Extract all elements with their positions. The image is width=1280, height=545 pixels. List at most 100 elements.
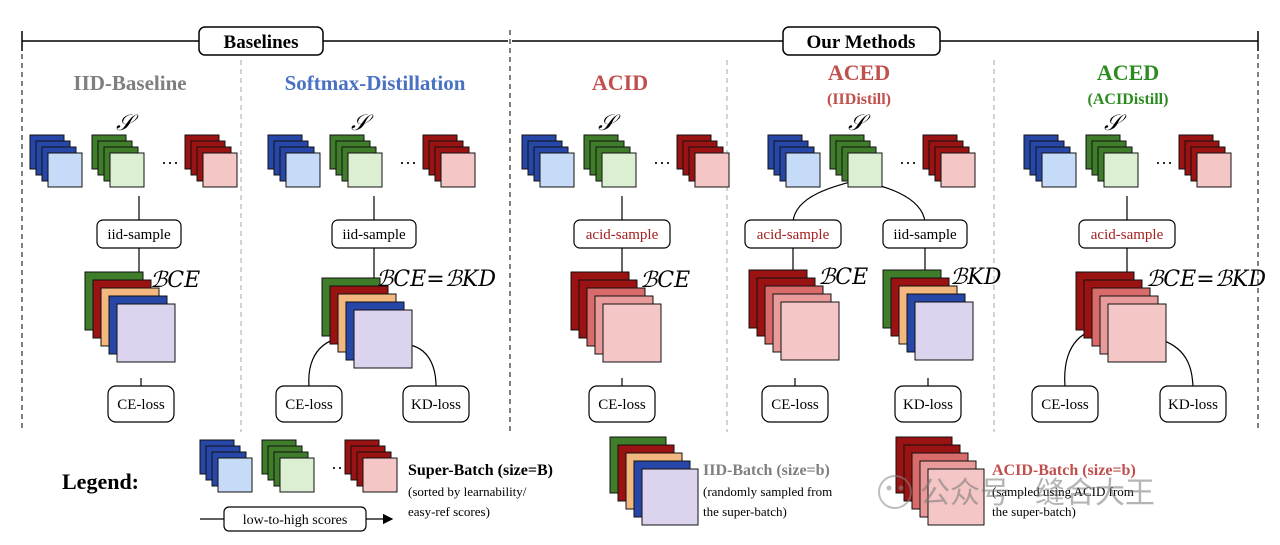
bce-eq-kd-label-col5: ℬCE=ℬKD [1146, 267, 1266, 292]
s-symbol-col2: 𝒮 [351, 111, 374, 136]
legend-acid-batch-desc1: (sampled using ACID from [992, 484, 1134, 499]
col4-super-green-stack [829, 134, 883, 188]
acid-batch-col5 [1075, 271, 1167, 363]
svg-text:acid-sample: acid-sample [586, 227, 659, 243]
wechat-icon [878, 475, 912, 509]
legend-red-stack [344, 439, 398, 493]
legend-acid-batch-desc2: the super-batch) [992, 504, 1076, 519]
svg-text:acid-sample: acid-sample [1091, 227, 1164, 243]
col3-super-blue-stack [521, 134, 575, 188]
svg-text:CE-loss: CE-loss [771, 397, 819, 413]
col4-super-red-stack [922, 134, 976, 188]
svg-text:low-to-high scores: low-to-high scores [243, 513, 348, 528]
svg-text:iid-sample: iid-sample [107, 227, 171, 243]
acid-sample-box-col4: acid-sample [744, 219, 842, 249]
acid-sample-box-col5: acid-sample [1078, 219, 1176, 249]
iid-sample-box-col2: iid-sample [331, 219, 417, 249]
col2-super-ellipsis: ··· [399, 153, 417, 173]
kd-loss-box-col4: KD-loss [894, 385, 962, 423]
acid-sample-box-col3: acid-sample [573, 219, 671, 249]
svg-text:iid-sample: iid-sample [893, 227, 957, 243]
legend-scores-arrow: low-to-high scores [200, 506, 394, 532]
legend-acid-batch-title: ACID-Batch (size=b) [992, 462, 1136, 479]
s-symbol-col4: 𝒮 [848, 111, 871, 136]
svg-text:公众号 · 缝合大王: 公众号 · 缝合大王 [920, 477, 1155, 510]
group-label-our-methods: Our Methods [782, 26, 941, 56]
bce-label-col3: ℬCE [640, 268, 690, 293]
legend-super-batch-desc2: easy-ref scores) [408, 504, 490, 519]
col1-super-blue-stack [29, 134, 83, 188]
iid-sample-box-col1: iid-sample [96, 219, 182, 249]
legend-ellipsis: ··· [331, 458, 349, 478]
ce-loss-box-col1: CE-loss [107, 385, 175, 423]
col5-super-blue-stack [1023, 134, 1077, 188]
iid-batch-col1 [84, 271, 176, 363]
legend-super-batch-title: Super-Batch (size=B) [408, 462, 553, 479]
ce-loss-box-col5: CE-loss [1031, 385, 1099, 423]
col5-super-ellipsis: ··· [1155, 153, 1173, 173]
legend-iid-batch-title: IID-Batch (size=b) [703, 462, 830, 479]
watermark: 公众号 · 缝合大王 [878, 475, 1155, 510]
col1-super-red-stack [184, 134, 238, 188]
svg-text:CE-loss: CE-loss [598, 397, 646, 413]
col2-super-blue-stack [267, 134, 321, 188]
col5-super-green-stack [1085, 134, 1139, 188]
title-aced-iid: ACED [828, 60, 890, 85]
svg-text:CE-loss: CE-loss [285, 397, 333, 413]
svg-text:CE-loss: CE-loss [1041, 397, 1089, 413]
bce-eq-kd-label-col2: ℬCE=ℬKD [376, 267, 496, 292]
group-label-baselines: Baselines [198, 26, 324, 56]
col4-super-ellipsis: ··· [899, 153, 917, 173]
bce-label-col1: ℬCE [150, 268, 200, 293]
iid-batch-col4 [882, 269, 974, 361]
title-softmax-distillation: Softmax-Distillation [285, 71, 466, 95]
svg-text:KD-loss: KD-loss [903, 397, 953, 413]
ce-loss-box-col4: CE-loss [761, 385, 829, 423]
col1-super-green-stack [91, 134, 145, 188]
col2-super-red-stack [422, 134, 476, 188]
svg-text:CE-loss: CE-loss [117, 397, 165, 413]
subtitle-aced-iid: (IIDistill) [827, 91, 891, 108]
svg-text:KD-loss: KD-loss [411, 397, 461, 413]
svg-text:KD-loss: KD-loss [1168, 397, 1218, 413]
svg-text:Baselines: Baselines [224, 32, 299, 53]
col5-super-red-stack [1178, 134, 1232, 188]
title-acid: ACID [592, 70, 648, 95]
svg-text:acid-sample: acid-sample [757, 227, 830, 243]
legend: ··· [199, 436, 985, 526]
legend-blue-stack [199, 439, 253, 493]
col3-super-red-stack [676, 134, 730, 188]
iid-batch-col2 [321, 277, 413, 369]
legend-iid-batch-desc2: the super-batch) [703, 504, 787, 519]
col3-super-ellipsis: ··· [653, 153, 671, 173]
kd-loss-box-col5: KD-loss [1159, 385, 1227, 423]
col1-super-ellipsis: ··· [161, 153, 179, 173]
legend-iid-batch [609, 436, 699, 526]
legend-acid-batch [895, 436, 985, 526]
s-symbol-col3: 𝒮 [598, 111, 621, 136]
s-symbol-col1: 𝒮 [116, 111, 139, 136]
acid-batch-col3 [570, 271, 662, 363]
legend-super-batch-desc1: (sorted by learnability/ [408, 484, 527, 499]
kd-loss-box-col2: KD-loss [402, 385, 470, 423]
col4-super-blue-stack [767, 134, 821, 188]
s-symbol-col5: 𝒮 [1104, 111, 1127, 136]
svg-text:iid-sample: iid-sample [342, 227, 406, 243]
ce-loss-box-col3: CE-loss [588, 385, 656, 423]
card-stacks [29, 134, 1232, 369]
bkd-label-col4: ℬKD [950, 265, 1002, 290]
legend-green-stack [261, 439, 315, 493]
subtitle-aced-acid: (ACIDistill) [1088, 91, 1169, 108]
legend-label: Legend: [62, 469, 139, 494]
title-aced-acid: ACED [1097, 60, 1159, 85]
ce-loss-box-col2: CE-loss [275, 385, 343, 423]
legend-iid-batch-desc1: (randomly sampled from [703, 484, 832, 499]
col3-super-green-stack [583, 134, 637, 188]
bce-label-col4: ℬCE [818, 265, 868, 290]
title-iid-baseline: IID-Baseline [73, 71, 186, 95]
col2-super-green-stack [329, 134, 383, 188]
acid-batch-col4 [748, 269, 840, 361]
iid-sample-box-col4: iid-sample [882, 219, 968, 249]
